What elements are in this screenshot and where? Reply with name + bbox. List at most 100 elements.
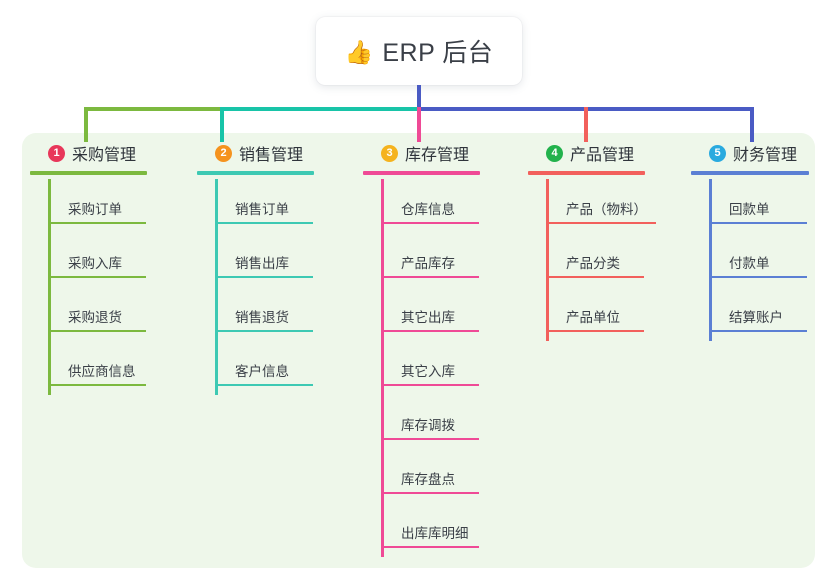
branch-item-underline — [48, 222, 146, 224]
branch-title-inventory: 库存管理 — [405, 147, 470, 164]
branch-item-label: 其它出库 — [401, 310, 455, 325]
branch-item-underline — [381, 330, 479, 332]
thumbs-up-icon: 👍 — [344, 38, 374, 65]
branch-item[interactable]: 其它出库 — [363, 283, 523, 337]
trunk-segment-blue — [417, 107, 750, 111]
branch-item-underline — [381, 492, 479, 494]
branch-item[interactable]: 其它入库 — [363, 337, 523, 391]
branch-underline-product — [528, 171, 645, 175]
branch-items-purchase: 采购订单采购入库采购退货供应商信息 — [30, 175, 190, 391]
branch-item-label: 供应商信息 — [68, 364, 136, 379]
branch-item-underline — [709, 222, 807, 224]
branch-underline-finance — [691, 171, 809, 175]
branch-item[interactable]: 客户信息 — [197, 337, 357, 391]
branch-item-underline — [709, 276, 807, 278]
branch-item-underline — [48, 330, 146, 332]
branch-item[interactable]: 采购订单 — [30, 175, 190, 229]
branch-item-underline — [215, 222, 313, 224]
branch-underline-purchase — [30, 171, 147, 175]
branch-item[interactable]: 回款单 — [691, 175, 839, 229]
branch-item[interactable]: 库存盘点 — [363, 445, 523, 499]
branch-header-product[interactable]: 4 产品管理 — [528, 140, 688, 166]
branch-item-underline — [381, 222, 479, 224]
branch-column-inventory: 3 库存管理仓库信息产品库存其它出库其它入库库存调拨库存盘点出库库明细 — [363, 140, 523, 557]
branch-item[interactable]: 出库库明细 — [363, 499, 523, 553]
branch-item-label: 库存调拨 — [401, 418, 455, 433]
branch-spine-inventory — [381, 179, 384, 557]
branch-item-label: 回款单 — [729, 202, 770, 217]
branch-item-label: 结算账户 — [729, 310, 783, 325]
branch-item[interactable]: 付款单 — [691, 229, 839, 283]
branch-item-label: 销售退货 — [235, 310, 289, 325]
branch-item-label: 客户信息 — [235, 364, 289, 379]
trunk-drop-sales — [220, 107, 224, 142]
branch-header-inventory[interactable]: 3 库存管理 — [363, 140, 523, 166]
trunk-segment-teal — [220, 107, 417, 111]
branch-badge-finance: 5 — [709, 144, 726, 162]
branch-item[interactable]: 销售退货 — [197, 283, 357, 337]
branch-item-underline — [48, 384, 146, 386]
branch-item-label: 销售订单 — [235, 202, 289, 217]
branch-item-label: 付款单 — [729, 256, 770, 271]
branch-items-sales: 销售订单销售出库销售退货客户信息 — [197, 175, 357, 391]
branch-item[interactable]: 产品分类 — [528, 229, 688, 283]
branch-item-underline — [546, 330, 644, 332]
branch-item[interactable]: 产品（物料） — [528, 175, 688, 229]
branch-item[interactable]: 仓库信息 — [363, 175, 523, 229]
root-node-title: ERP 后台 — [382, 39, 494, 67]
branch-item-underline — [381, 438, 479, 440]
branch-items-product: 产品（物料） 产品分类产品单位 — [528, 175, 688, 337]
branch-items-inventory: 仓库信息产品库存其它出库其它入库库存调拨库存盘点出库库明细 — [363, 175, 523, 553]
branch-column-product: 4 产品管理产品（物料） 产品分类产品单位 — [528, 140, 688, 341]
branch-item-underline — [215, 276, 313, 278]
diagram-panel — [22, 133, 815, 568]
branch-item[interactable]: 采购退货 — [30, 283, 190, 337]
trunk-drop-finance — [750, 107, 754, 142]
branch-badge-inventory: 3 — [381, 144, 398, 162]
branch-items-finance: 回款单付款单结算账户 — [691, 175, 839, 337]
branch-item-underline — [215, 384, 313, 386]
branch-spine-finance — [709, 179, 712, 341]
branch-item-label: 销售出库 — [235, 256, 289, 271]
branch-item[interactable]: 销售订单 — [197, 175, 357, 229]
branch-item[interactable]: 库存调拨 — [363, 391, 523, 445]
branch-item-label: 采购退货 — [68, 310, 122, 325]
root-stem-connector — [417, 85, 421, 109]
branch-underline-inventory — [363, 171, 480, 175]
branch-item[interactable]: 供应商信息 — [30, 337, 190, 391]
trunk-drop-inventory — [417, 107, 421, 142]
trunk-segment-green — [84, 107, 220, 111]
branch-item-label: 产品单位 — [566, 310, 620, 325]
branch-title-sales: 销售管理 — [239, 147, 304, 164]
root-node-erp-backend[interactable]: 👍 ERP 后台 — [316, 17, 522, 85]
branch-item-underline — [48, 276, 146, 278]
branch-item-label: 其它入库 — [401, 364, 455, 379]
branch-badge-product: 4 — [546, 144, 563, 162]
branch-title-product: 产品管理 — [570, 147, 635, 164]
branch-item-label: 产品（物料） — [566, 202, 647, 217]
branch-item-underline — [709, 330, 807, 332]
trunk-drop-product — [584, 107, 588, 142]
branch-item-underline — [381, 276, 479, 278]
branch-item-underline — [381, 546, 479, 548]
branch-item-underline — [381, 384, 479, 386]
branch-item[interactable]: 产品单位 — [528, 283, 688, 337]
branch-item[interactable]: 产品库存 — [363, 229, 523, 283]
branch-item-label: 出库库明细 — [401, 526, 469, 541]
branch-underline-sales — [197, 171, 314, 175]
branch-item-label: 采购订单 — [68, 202, 122, 217]
branch-spine-product — [546, 179, 549, 341]
branch-item[interactable]: 销售出库 — [197, 229, 357, 283]
branch-item-label: 产品分类 — [566, 256, 620, 271]
branch-item-underline — [546, 276, 644, 278]
branch-spine-purchase — [48, 179, 51, 395]
branch-item-label: 仓库信息 — [401, 202, 455, 217]
branch-item[interactable]: 结算账户 — [691, 283, 839, 337]
branch-item[interactable]: 采购入库 — [30, 229, 190, 283]
trunk-drop-purchase — [84, 107, 88, 142]
